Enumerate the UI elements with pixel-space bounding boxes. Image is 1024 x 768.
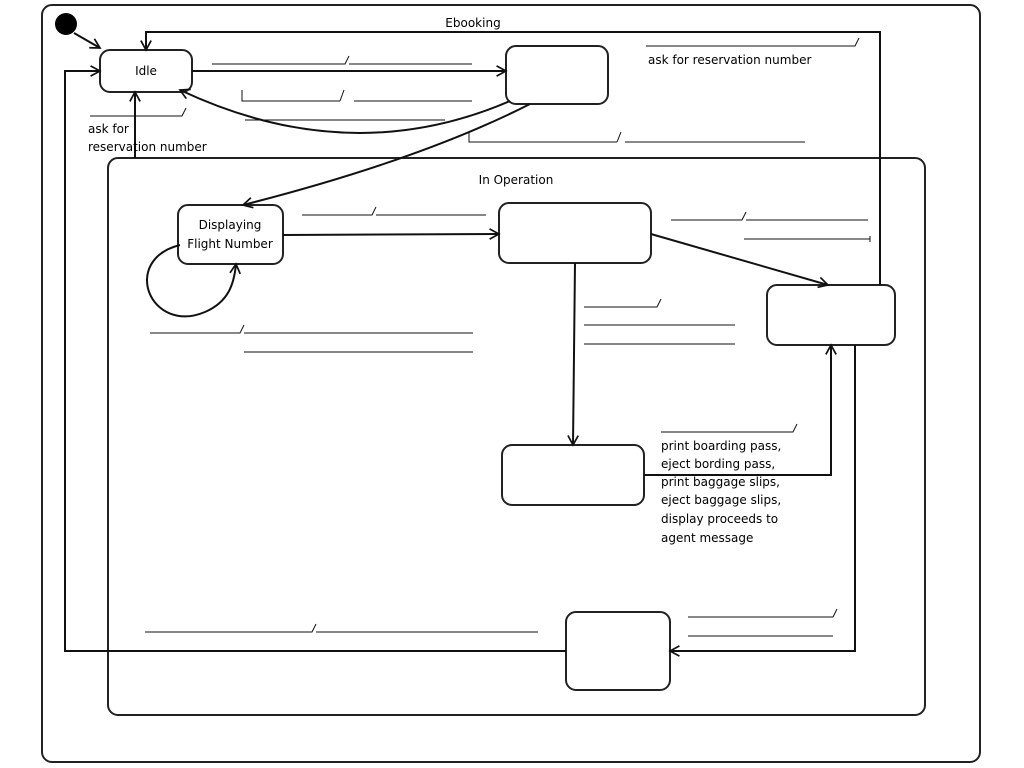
- print-action-line: print boarding pass,: [661, 439, 781, 453]
- state-right-unnamed: [766, 284, 896, 346]
- print-action-line: eject baggage slips,: [661, 493, 781, 507]
- transition-middle-to-print: [573, 262, 575, 445]
- print-actions-note: print boarding pass, eject bording pass,…: [661, 439, 781, 545]
- print-action-line: eject bording pass,: [661, 457, 775, 471]
- ebooking-title: Ebooking: [445, 16, 500, 30]
- state-top-unnamed: [505, 45, 609, 105]
- transition-top-to-displaying: [243, 103, 531, 205]
- transition-self-loop: [146, 244, 236, 318]
- state-displaying-flight-number: [177, 204, 284, 265]
- ebooking-frame: [41, 4, 981, 763]
- state-print-unnamed: [501, 444, 645, 506]
- note-ask-reservation-top: ask for reservation number: [648, 53, 811, 67]
- transition-right-to-bottom: [670, 345, 856, 651]
- state-middle-unnamed: [498, 202, 652, 264]
- transition-top-to-idle: [180, 90, 511, 134]
- print-action-line: display proceeds to: [661, 512, 778, 526]
- in-operation-frame: [107, 157, 926, 716]
- transition-right-to-idle-top: [146, 31, 881, 285]
- transition-bottom-to-idle: [64, 71, 566, 652]
- blank-label-placeholders: [90, 37, 871, 637]
- in-operation-title: In Operation: [479, 173, 554, 187]
- state-displaying-label-1: Displaying: [199, 218, 262, 232]
- initial-state-dot: [55, 13, 77, 35]
- print-action-line: agent message: [661, 531, 753, 545]
- note-reservation-number: reservation number: [88, 140, 207, 154]
- state-bottom-unnamed: [565, 611, 671, 691]
- transition-middle-to-right: [650, 233, 828, 285]
- note-ask-for: ask for: [88, 122, 129, 136]
- state-idle-label: Idle: [135, 64, 157, 78]
- transition-displaying-to-middle: [282, 234, 499, 235]
- transition-print-to-right: [644, 345, 831, 476]
- print-action-line: print baggage slips,: [661, 475, 780, 489]
- initial-transition: [73, 32, 100, 48]
- state-displaying-label-2: Flight Number: [187, 237, 273, 251]
